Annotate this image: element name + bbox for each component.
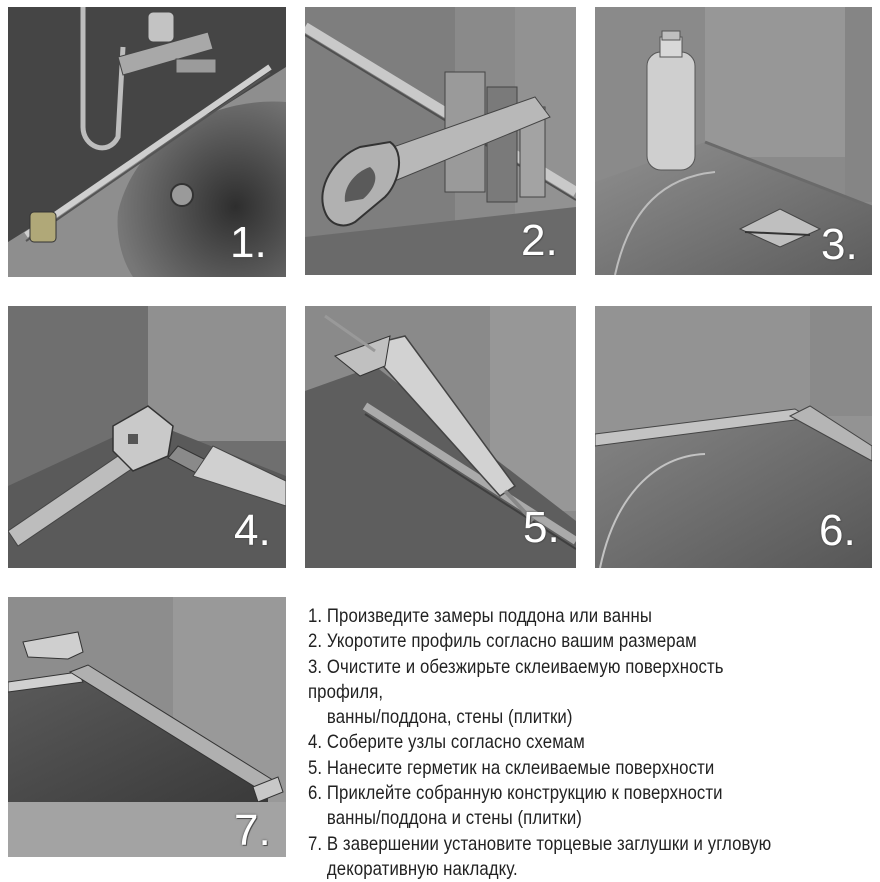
instruction-number: 3. [308, 655, 323, 678]
panel-3-clean: 3. [595, 7, 872, 275]
sealant-illustration [305, 306, 576, 568]
instruction-step: 1.Произведите замеры поддона или ванны [308, 604, 795, 629]
step-number-7: 7. [234, 806, 271, 855]
instruction-text-continued: ванны/поддона, стены (плитки) [326, 706, 573, 729]
instruction-step: 2.Укоротите профиль согласно вашим разме… [308, 629, 795, 654]
step-number-2: 2. [521, 216, 558, 265]
panel-2-cut: 2. [305, 7, 576, 275]
step-number-5: 5. [523, 503, 560, 552]
step-number-3: 3. [821, 220, 858, 269]
measure-illustration [8, 7, 286, 277]
step-number-6: 6. [819, 506, 856, 555]
panel-5-sealant: 5. [305, 306, 576, 568]
instruction-text: Нанесите герметик на склеиваемые поверхн… [326, 756, 715, 779]
instruction-text: Укоротите профиль согласно вашим размера… [326, 630, 697, 653]
caps-illustration [8, 597, 286, 857]
instruction-number: 2. [308, 630, 323, 653]
instruction-number: 5. [308, 756, 323, 779]
instruction-step: 3.Очистите и обезжирьте склеиваемую пове… [308, 655, 795, 731]
panel-7-caps: 7. [8, 597, 286, 857]
panel-6-glue: 6. [595, 306, 872, 568]
step-number-1: 1. [230, 218, 267, 267]
assemble-illustration [8, 306, 286, 568]
instruction-number: 6. [308, 782, 323, 805]
instruction-step: 6.Приклейте собранную конструкцию к пове… [308, 781, 795, 832]
step-number-4: 4. [234, 506, 271, 555]
instruction-text: Очистите и обезжирьте склеиваемую поверх… [308, 655, 724, 703]
instruction-step: 7.В завершении установите торцевые заглу… [308, 832, 795, 882]
panel-4-assemble: 4. [8, 306, 286, 568]
instruction-number: 4. [308, 731, 323, 754]
clean-illustration [595, 7, 872, 275]
glue-illustration [595, 306, 872, 568]
instructions-list: 1.Произведите замеры поддона или ванны 2… [308, 604, 795, 882]
instruction-step: 5.Нанесите герметик на склеиваемые повер… [308, 756, 795, 781]
instruction-text: Произведите замеры поддона или ванны [326, 605, 652, 627]
panel-1-measure: 1. [8, 7, 286, 277]
instruction-text: В завершении установите торцевые заглушк… [326, 832, 772, 855]
instruction-text: Соберите узлы согласно схемам [326, 731, 585, 754]
instruction-number: 1. [308, 605, 323, 627]
saw-illustration [305, 7, 576, 275]
instruction-text-continued: декоративную накладку. [326, 857, 518, 880]
instruction-number: 7. [308, 832, 323, 855]
instruction-text-continued: ванны/поддона и стены (плитки) [326, 807, 582, 830]
instruction-text: Приклейте собранную конструкцию к поверх… [326, 782, 723, 805]
instruction-step: 4.Соберите узлы согласно схемам [308, 730, 795, 755]
